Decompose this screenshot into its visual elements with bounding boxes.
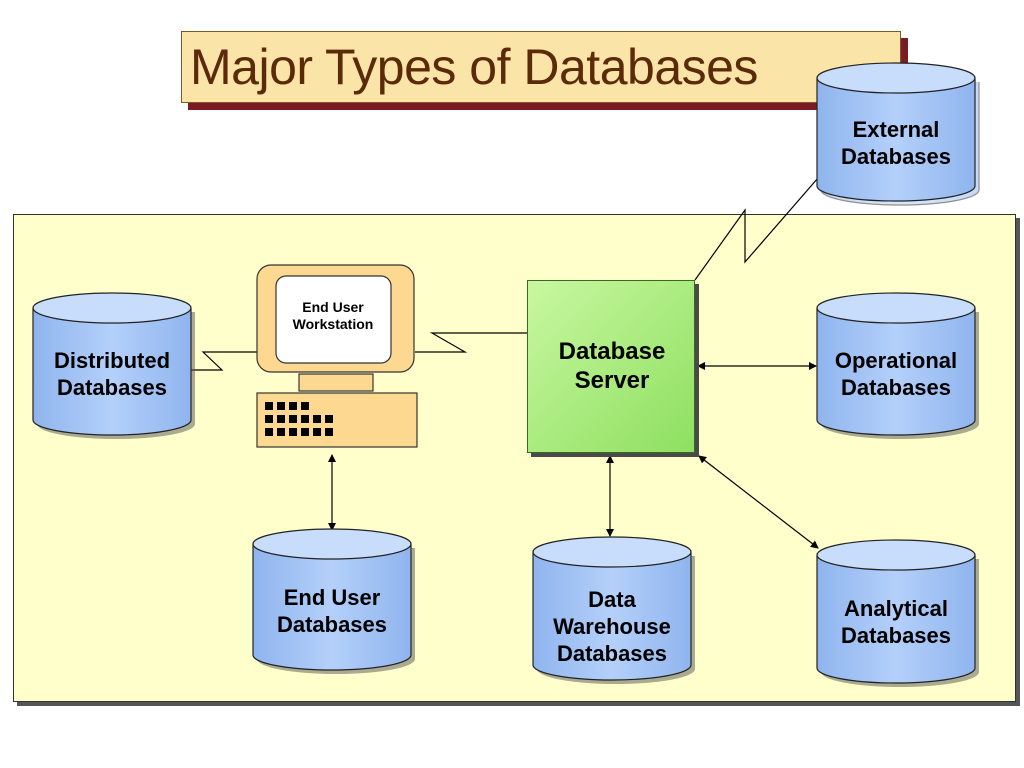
operational-line2: Databases (840, 375, 952, 400)
end-user-databases-label: End User Databases (253, 584, 411, 638)
database-server-line2: Server (574, 367, 650, 394)
title-box: Major Types of Databases (181, 31, 901, 103)
monitor-stand (298, 373, 374, 392)
link-server-analytical (698, 455, 819, 549)
end-user-line1: End User (283, 585, 381, 610)
cylinder-distributed (32, 292, 195, 439)
link-server-external (694, 177, 819, 281)
analytical-line2: Databases (840, 623, 952, 648)
end-user-line2: Databases (276, 612, 388, 637)
warehouse-line3: Databases (556, 641, 668, 666)
workstation-label-line2: Workstation (292, 316, 374, 332)
database-server-line1: Database (558, 338, 666, 365)
analytical-databases-label: Analytical Databases (817, 595, 975, 649)
external-databases-label: External Databases (817, 116, 975, 170)
link-distributed-workstation (191, 351, 257, 371)
cylinder-operational (816, 292, 979, 439)
analytical-line1: Analytical (844, 596, 948, 621)
warehouse-databases-label: Data Warehouse Databases (533, 586, 691, 667)
workstation-label: End User Workstation (277, 299, 389, 333)
database-server-label: Database Server (528, 337, 696, 395)
monitor-screen (275, 275, 392, 364)
cylinder-end-user (252, 528, 415, 674)
external-line2: Databases (840, 144, 952, 169)
warehouse-line2: Warehouse (553, 614, 671, 639)
cylinder-analytical (816, 539, 979, 687)
operational-databases-label: Operational Databases (817, 347, 975, 401)
external-line1: External (852, 117, 940, 142)
warehouse-line1: Data (588, 587, 636, 612)
cylinder-warehouse (532, 536, 695, 684)
workstation-computer (256, 264, 418, 448)
database-server: Database Server (527, 280, 695, 453)
operational-line1: Operational (834, 348, 958, 373)
distributed-line1: Distributed (53, 348, 171, 373)
slide-title: Major Types of Databases (190, 39, 758, 95)
cylinder-external (816, 62, 980, 206)
keyboard-keys (265, 402, 333, 436)
distributed-databases-label: Distributed Databases (33, 347, 191, 401)
distributed-line2: Databases (56, 375, 168, 400)
link-workstation-server (415, 332, 527, 353)
workstation-label-line1: End User (302, 299, 364, 315)
